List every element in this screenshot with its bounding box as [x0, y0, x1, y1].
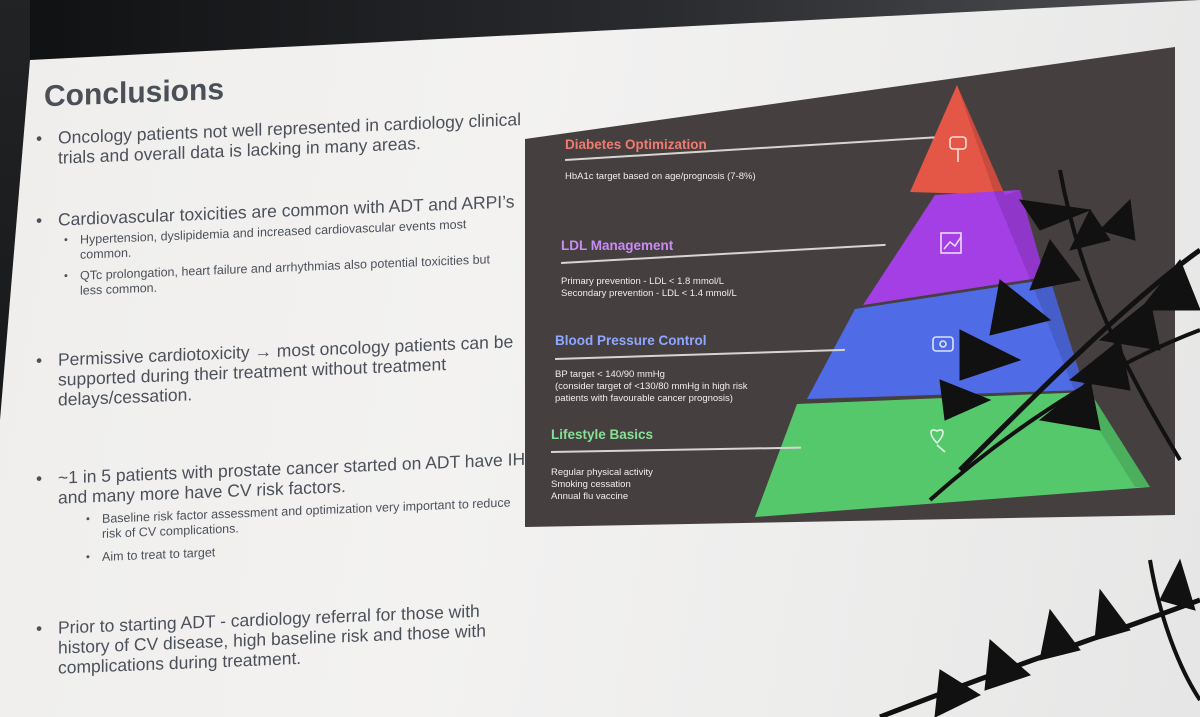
sub-bullet-dot-icon: •: [86, 551, 90, 564]
sub-bullet-dot-icon: •: [64, 270, 68, 283]
bullet-item: • Permissive cardiotoxicity → most oncol…: [30, 330, 538, 410]
level-detail: (consider target of <130/80 mmHg in high…: [555, 381, 748, 392]
pyramid-tier-diabetes: [910, 85, 1005, 195]
level-detail: Annual flu vaccine: [551, 491, 629, 502]
bullet-text: Permissive cardiotoxicity → most oncolog…: [58, 331, 514, 410]
bullet-dot-icon: •: [36, 128, 43, 149]
bullet-item: • Oncology patients not well represented…: [30, 108, 538, 168]
level-title: Diabetes Optimization: [565, 137, 707, 152]
slide-title: Conclusions: [44, 73, 225, 114]
level-title: Blood Pressure Control: [555, 333, 707, 348]
level-detail: Secondary prevention - LDL < 1.4 mmol/L: [561, 288, 737, 299]
level-detail: Primary prevention - LDL < 1.8 mmol/L: [561, 276, 725, 287]
bullet-dot-icon: •: [36, 618, 43, 639]
bullet-dot-icon: •: [36, 468, 43, 489]
bullet-item: • Prior to starting ADT - cardiology ref…: [30, 600, 488, 678]
bullet-dot-icon: •: [36, 350, 43, 371]
sub-bullet-text: Aim to treat to target: [102, 545, 216, 564]
hand-icon: [949, 136, 967, 162]
level-detail: patients with favourable cancer prognosi…: [555, 393, 733, 404]
chart-icon: [940, 232, 962, 254]
sub-bullet-dot-icon: •: [64, 234, 68, 247]
level-title: Lifestyle Basics: [551, 427, 654, 442]
level-detail: Regular physical activity: [551, 467, 653, 478]
bullet-text: Prior to starting ADT - cardiology refer…: [58, 600, 487, 678]
sub-bullet-dot-icon: •: [86, 513, 90, 526]
level-title: LDL Management: [561, 238, 674, 253]
level-detail: BP target < 140/90 mmHg: [555, 369, 665, 380]
level-detail: Smoking cessation: [551, 479, 631, 490]
bullet-text: Oncology patients not well represented i…: [58, 109, 522, 168]
bullet-dot-icon: •: [36, 210, 43, 231]
level-detail: HbA1c target based on age/prognosis (7-8…: [565, 171, 756, 182]
